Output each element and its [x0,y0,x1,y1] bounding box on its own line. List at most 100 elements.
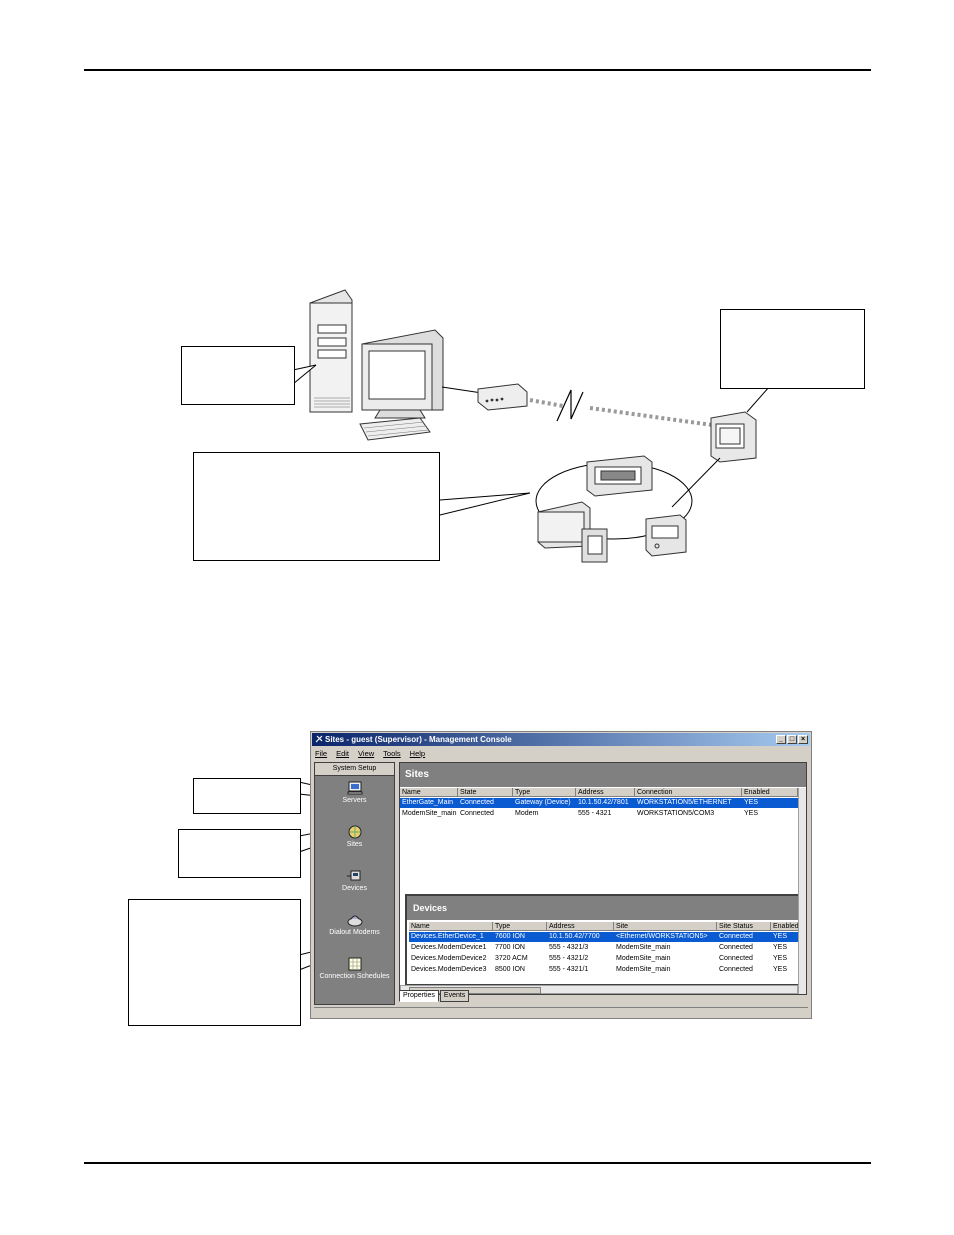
device-enabled: YES [773,933,788,940]
device-name: Devices.ModemDevice1 [411,944,487,951]
menu-help[interactable]: Help [409,749,426,758]
minimize-button[interactable]: _ [776,735,786,744]
nav-devices[interactable]: Devices [315,869,394,892]
maximize-button[interactable]: □ [787,735,797,744]
site-name: ModemSite_main [402,810,457,817]
footer-rule [84,1162,871,1164]
title-bar: Sites - guest (Supervisor) - Management … [312,733,810,746]
site-callout-1 [193,778,301,814]
device-enabled: YES [773,955,788,962]
device-address: 555 - 4321/3 [549,944,589,951]
device-type: 7700 ION [495,944,525,951]
sites-col-type[interactable]: Type [513,788,576,797]
sites-col-address[interactable]: Address [576,788,635,797]
table-row[interactable]: Devices.ModemDevice2 3720 ACM 555 - 4321… [409,954,801,964]
menu-view[interactable]: View [358,749,375,758]
device-site-status: Connected [719,955,753,962]
header-rule [84,69,871,71]
site-enabled: YES [744,810,759,817]
device-address: 10.1.50.42/7700 [549,933,600,940]
sites-col-connection[interactable]: Connection [635,788,742,797]
device-type: 3720 ACM [495,955,528,962]
device-site-status: Connected [719,933,753,940]
site-address: 10.1.50.42/7801 [578,799,629,806]
modem-icon [347,913,363,927]
menu-tools[interactable]: Tools [383,749,401,758]
table-row[interactable]: EtherGate_Main Connected Gateway (Device… [400,798,804,808]
sites-col-name[interactable]: Name [400,788,458,797]
meter-device-icon [710,411,757,463]
table-row[interactable]: Devices.EtherDevice_1 7600 ION 10.1.50.4… [409,932,801,942]
sites-col-enabled[interactable]: Enabled [742,788,798,797]
device-enabled: YES [773,944,788,951]
devices-title: Devices [407,896,801,920]
devices-col-enabled[interactable]: Enabled [771,922,801,931]
device-site: <Ethernet/WORKSTATION5> [616,933,708,940]
site-state: Connected [460,810,494,817]
nav-label-connection-schedules: Connection Schedules [319,973,390,980]
computer-tower-icon [309,289,353,413]
close-button[interactable]: × [798,735,808,744]
tab-properties[interactable]: Properties [399,990,439,1002]
modem-icon [477,383,528,411]
device-icon [346,869,363,883]
table-row[interactable]: Devices.ModemDevice3 8500 ION 555 - 4321… [409,965,801,975]
device-address: 555 - 4321/2 [549,955,589,962]
site-name: EtherGate_Main [402,799,453,806]
tab-events[interactable]: Events [439,990,470,1002]
nav-sites[interactable]: Sites [315,825,394,848]
nav-dialout-modems[interactable]: Dialout Modems [315,913,394,936]
window-title: Sites - guest (Supervisor) - Management … [325,735,512,744]
bottom-tabs: Properties Events [399,990,470,1002]
network-diagram [292,289,772,563]
devices-col-name[interactable]: Name [409,922,493,931]
devices-callout [128,899,301,1026]
device-site-status: Connected [719,944,753,951]
nav-label-devices: Devices [342,885,367,892]
site-type: Modem [515,810,539,817]
device-site-status: Connected [719,966,753,973]
app-icon [315,734,323,743]
display-meter-icon [586,455,653,497]
nav-connection-schedules[interactable]: Connection Schedules [315,957,394,980]
table-row[interactable]: Devices.ModemDevice1 7700 ION 555 - 4321… [409,943,801,953]
server-icon [347,781,363,795]
workstation-callout [181,346,295,405]
devices-col-address[interactable]: Address [547,922,614,931]
site-connection: WORKSTATION5/ETHERNET [637,799,732,806]
device-site: ModemSite_main [616,944,671,951]
devices-col-site[interactable]: Site [614,922,717,931]
vertical-scrollbar[interactable] [798,788,806,994]
site-connection: WORKSTATION5/COM3 [637,810,715,817]
device-site: ModemSite_main [616,955,671,962]
site-type: Gateway (Device) [515,799,571,806]
status-bar [314,1007,808,1015]
system-setup-pane: System Setup Servers Sites Devices Dialo… [314,762,395,1005]
management-console-window: Sites - guest (Supervisor) - Management … [310,731,812,1019]
sites-col-state[interactable]: State [458,788,513,797]
menu-bar: File Edit View Tools Help [315,749,425,758]
site-enabled: YES [744,799,759,806]
devices-panel: Devices Name Type Address Site Site Stat… [405,894,803,986]
device-name: Devices.ModemDevice3 [411,966,487,973]
sites-title: Sites [400,763,806,787]
site-state: Connected [460,799,494,806]
devices-col-site-status[interactable]: Site Status [717,922,771,931]
menu-file[interactable]: File [315,749,328,758]
serial-loop-callout [193,452,440,561]
device-name: Devices.ModemDevice2 [411,955,487,962]
table-row[interactable]: ModemSite_main Connected Modem 555 - 432… [400,809,804,819]
calendar-icon [347,957,363,971]
rack-meter-icon [537,501,608,563]
menu-edit[interactable]: Edit [336,749,350,758]
nav-servers[interactable]: Servers [315,781,394,804]
device-site: ModemSite_main [616,966,671,973]
devices-col-type[interactable]: Type [493,922,547,931]
monitor-icon [361,329,444,419]
sites-pane: Sites Name State Type Address Connection… [399,762,807,995]
device-type: 8500 ION [495,966,525,973]
horizontal-scrollbar[interactable] [400,985,798,994]
site-callout-2 [178,829,301,878]
site-address: 555 - 4321 [578,810,612,817]
